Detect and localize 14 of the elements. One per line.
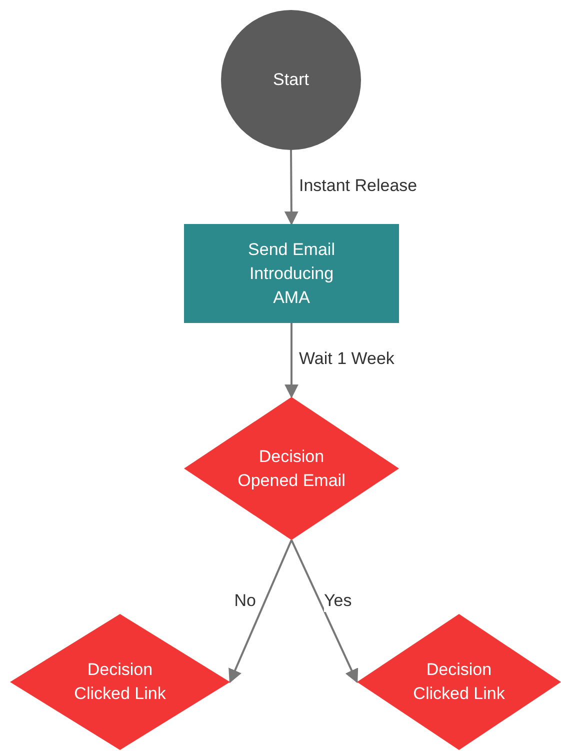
node-label: Start <box>272 69 310 91</box>
decision-diamond <box>10 614 230 750</box>
process-box <box>184 224 399 323</box>
start-circle <box>221 10 361 150</box>
node-label: Decision Opened Email <box>236 446 346 492</box>
decision-diamond <box>357 614 561 750</box>
arrow <box>228 540 292 684</box>
arrow <box>284 150 298 226</box>
arrow <box>284 323 298 398</box>
arrow <box>290 540 358 684</box>
node-label: Send Email Introducing AMA <box>247 238 336 308</box>
node-label: Decision Clicked Link <box>412 659 506 705</box>
node-label: Decision Clicked Link <box>73 659 167 705</box>
decision-diamond <box>184 397 399 540</box>
